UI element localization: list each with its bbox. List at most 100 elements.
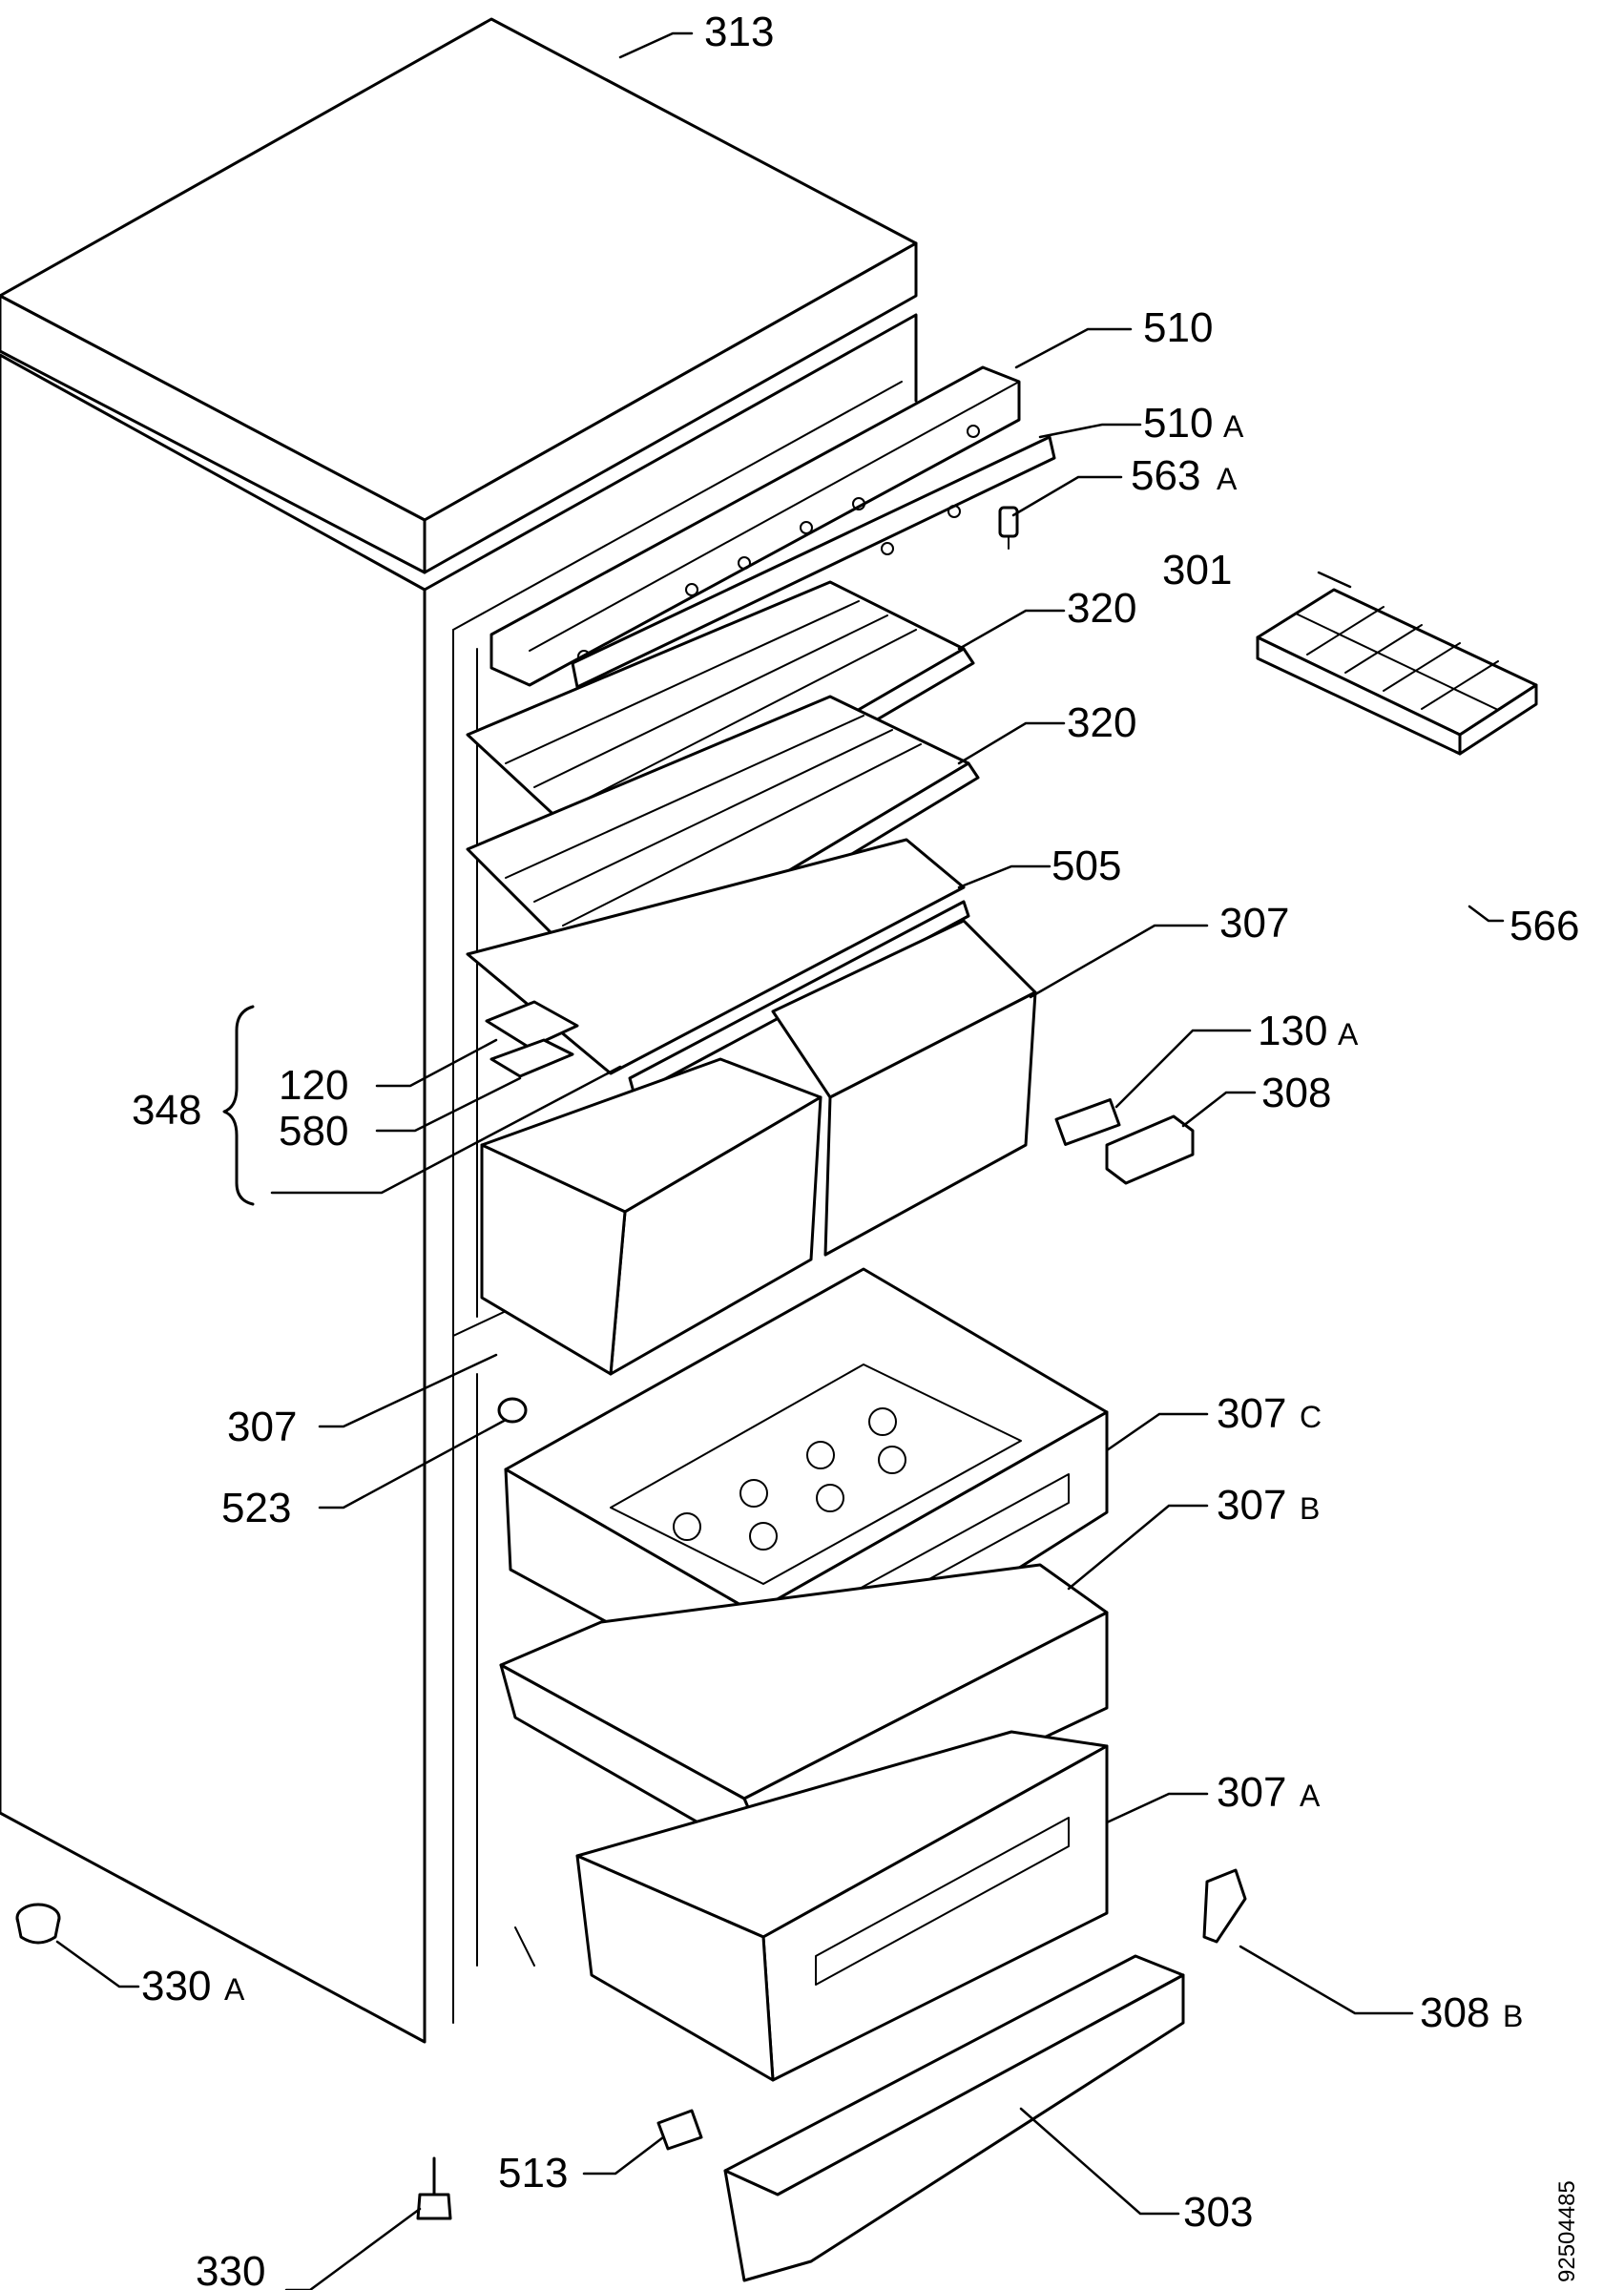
door-clip	[656, 2109, 703, 2151]
strip-hole	[738, 556, 751, 570]
leader-330	[284, 2207, 422, 2290]
lower-hinge	[1202, 1868, 1247, 1944]
leader-566	[1468, 905, 1505, 923]
leader-307c	[1105, 1412, 1209, 1452]
thermostat-button	[497, 1397, 528, 1424]
adjustable-foot	[15, 1903, 61, 1945]
strip-hole	[852, 497, 865, 510]
label-320-top: 320	[1067, 585, 1136, 632]
tray-cell	[1344, 624, 1423, 674]
drawer-hole	[816, 1484, 844, 1512]
drawer-left-side	[480, 1143, 627, 1376]
ice-cube-tray	[1256, 588, 1538, 756]
shelf-wire	[533, 614, 888, 788]
leader-320-top	[957, 609, 1066, 651]
shelf-wire	[562, 629, 917, 812]
leader-330a	[55, 1940, 140, 1988]
label-580: 580	[279, 1108, 348, 1155]
leader-523	[318, 1418, 508, 1509]
tray-cell	[1306, 606, 1385, 656]
drawer-hole	[673, 1512, 701, 1541]
label-308b-suffix: B	[1503, 1999, 1523, 2033]
drawer-hole	[739, 1479, 768, 1508]
label-348: 348	[132, 1087, 201, 1134]
tray-divider	[1295, 613, 1499, 711]
label-307-top: 307	[1219, 900, 1289, 947]
control-panel	[489, 365, 1021, 687]
strip-hole	[685, 583, 698, 596]
panel-strip	[571, 435, 1056, 689]
control-panel-edge	[529, 381, 1020, 652]
strip-hole	[800, 521, 813, 534]
label-130a: 130	[1258, 1008, 1327, 1054]
leader-510	[1014, 327, 1133, 369]
foot-body	[15, 1917, 61, 1945]
control-panel-hole	[967, 425, 980, 438]
shelf-wire	[505, 715, 864, 879]
drawer-hole	[806, 1441, 835, 1469]
cabinet-liner-bottom	[514, 1926, 535, 1967]
label-510a: 510	[1143, 400, 1213, 447]
top-cover-left-face	[0, 294, 427, 574]
leader-510a	[1038, 423, 1142, 439]
label-307b-suffix: B	[1300, 1491, 1320, 1526]
label-505: 505	[1051, 843, 1121, 889]
label-301: 301	[1162, 547, 1232, 593]
rating-label	[485, 1000, 579, 1078]
label-510: 510	[1143, 304, 1213, 351]
label-330: 330	[196, 2248, 265, 2290]
leader-580	[375, 1076, 522, 1133]
cabinet-front-edge	[423, 313, 918, 592]
plinth	[723, 1954, 1185, 2282]
strip-hole	[947, 505, 961, 518]
leader-303	[1019, 2107, 1180, 2216]
label-303: 303	[1183, 2189, 1253, 2236]
label-insert	[489, 1038, 574, 1078]
label-plate	[485, 1000, 579, 1050]
label-307a: 307	[1217, 1769, 1286, 1816]
label-313: 313	[704, 9, 774, 55]
leader-307-mid	[318, 1353, 498, 1428]
leader-313	[618, 31, 694, 59]
screw-head	[416, 2193, 452, 2220]
leader-lines	[55, 31, 1505, 2290]
bracket-348	[222, 1005, 255, 1206]
label-563a: 563	[1131, 452, 1200, 499]
label-307b: 307	[1217, 1482, 1286, 1529]
knob-body	[998, 506, 1019, 538]
leader-505	[957, 864, 1051, 889]
drawer-307c-floor	[610, 1364, 1022, 1585]
drawer-307a	[575, 1730, 1109, 2082]
leader-308b	[1239, 1945, 1414, 2015]
leader-513	[582, 2135, 665, 2176]
tray-end	[1458, 683, 1538, 756]
tray-cell	[1383, 642, 1461, 692]
foot-screw	[416, 2156, 452, 2220]
leader-307-top	[1029, 924, 1209, 999]
label-130a-suffix: A	[1338, 1017, 1359, 1051]
shelf-wire	[562, 743, 922, 926]
drawer-hole	[868, 1407, 897, 1436]
leader-563a	[1011, 475, 1123, 517]
cabinet-inner-frame	[452, 381, 903, 631]
label-308b: 308	[1420, 1989, 1489, 2036]
label-330a: 330	[141, 1963, 211, 2009]
label-563a-suffix: A	[1217, 462, 1238, 496]
upper-drawer-left	[480, 1057, 822, 1376]
drawer-307a-side	[575, 1854, 775, 2082]
label-307c-suffix: C	[1300, 1400, 1322, 1434]
leader-120	[375, 1038, 498, 1088]
label-566: 566	[1509, 903, 1579, 949]
label-307a-suffix: A	[1300, 1779, 1321, 1813]
leader-307b	[1067, 1504, 1209, 1591]
tray-cell	[1421, 660, 1499, 710]
upper-drawer-right	[771, 919, 1037, 1257]
leader-307a	[1105, 1792, 1209, 1824]
label-523: 523	[221, 1485, 291, 1531]
label-307c: 307	[1217, 1390, 1286, 1437]
label-330a-suffix: A	[224, 1972, 245, 2007]
cabinet	[0, 313, 918, 2044]
hinge-cover	[1054, 1098, 1121, 1146]
leader-130a	[1114, 1029, 1252, 1109]
